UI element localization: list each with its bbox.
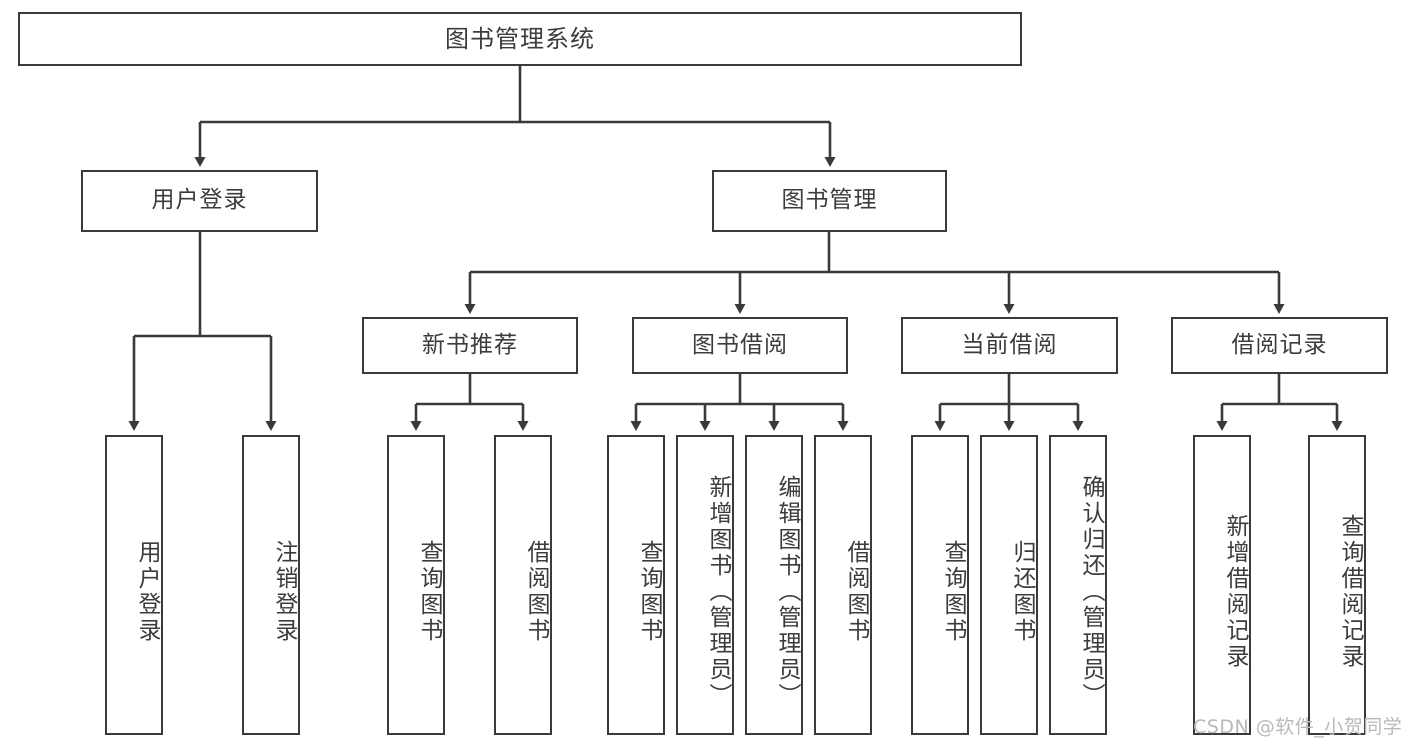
node-leaf-query-book-2-label: 查询图书 <box>636 540 662 644</box>
node-root-label: 图书管理系统 <box>445 24 595 53</box>
node-leaf-return-book[interactable]: 归还图书 <box>980 435 1038 735</box>
node-leaf-query-book-3-label: 查询图书 <box>940 540 966 644</box>
node-book-management-label: 图书管理 <box>781 187 878 214</box>
node-borrow-record[interactable]: 借阅记录 <box>1171 317 1388 374</box>
node-leaf-borrow-book-1-label: 借阅图书 <box>523 540 549 644</box>
node-leaf-return-book-label: 归还图书 <box>1009 540 1035 644</box>
node-new-book-recommend-label: 新书推荐 <box>422 331 518 358</box>
node-leaf-add-book[interactable]: 新增图书（管理员） <box>676 435 734 735</box>
node-user-login[interactable]: 用户登录 <box>81 170 318 232</box>
node-leaf-query-book-3[interactable]: 查询图书 <box>911 435 969 735</box>
node-leaf-query-record-label: 查询借阅记录 <box>1337 514 1363 670</box>
node-leaf-logout[interactable]: 注销登录 <box>242 435 300 735</box>
node-book-borrow-label: 图书借阅 <box>692 331 788 358</box>
node-leaf-add-record-label: 新增借阅记录 <box>1222 514 1248 670</box>
node-leaf-user-login-label: 用户登录 <box>134 540 160 644</box>
node-leaf-logout-label: 注销登录 <box>271 540 297 644</box>
node-book-management[interactable]: 图书管理 <box>712 170 947 232</box>
node-user-login-label: 用户登录 <box>151 187 248 214</box>
node-book-borrow[interactable]: 图书借阅 <box>632 317 848 374</box>
node-leaf-confirm-return-label: 确认归还（管理员） <box>1078 475 1104 709</box>
node-leaf-query-record[interactable]: 查询借阅记录 <box>1308 435 1366 735</box>
node-current-borrow-label: 当前借阅 <box>961 331 1058 358</box>
node-current-borrow[interactable]: 当前借阅 <box>901 317 1118 374</box>
node-new-book-recommend[interactable]: 新书推荐 <box>362 317 578 374</box>
node-leaf-query-book-1[interactable]: 查询图书 <box>387 435 445 735</box>
node-leaf-borrow-book-2-label: 借阅图书 <box>843 540 869 644</box>
node-leaf-user-login[interactable]: 用户登录 <box>105 435 163 735</box>
node-leaf-add-record[interactable]: 新增借阅记录 <box>1193 435 1251 735</box>
node-leaf-add-book-label: 新增图书（管理员） <box>705 475 731 709</box>
csdn-watermark: CSDN @软件_小贺同学 <box>1193 716 1403 738</box>
node-leaf-edit-book-label: 编辑图书（管理员） <box>774 475 800 709</box>
node-leaf-query-book-2[interactable]: 查询图书 <box>607 435 665 735</box>
node-leaf-edit-book[interactable]: 编辑图书（管理员） <box>745 435 803 735</box>
node-leaf-borrow-book-1[interactable]: 借阅图书 <box>494 435 552 735</box>
node-leaf-confirm-return[interactable]: 确认归还（管理员） <box>1049 435 1107 735</box>
node-leaf-query-book-1-label: 查询图书 <box>416 540 442 644</box>
node-root[interactable]: 图书管理系统 <box>18 12 1022 66</box>
node-borrow-record-label: 借阅记录 <box>1231 331 1328 358</box>
node-leaf-borrow-book-2[interactable]: 借阅图书 <box>814 435 872 735</box>
